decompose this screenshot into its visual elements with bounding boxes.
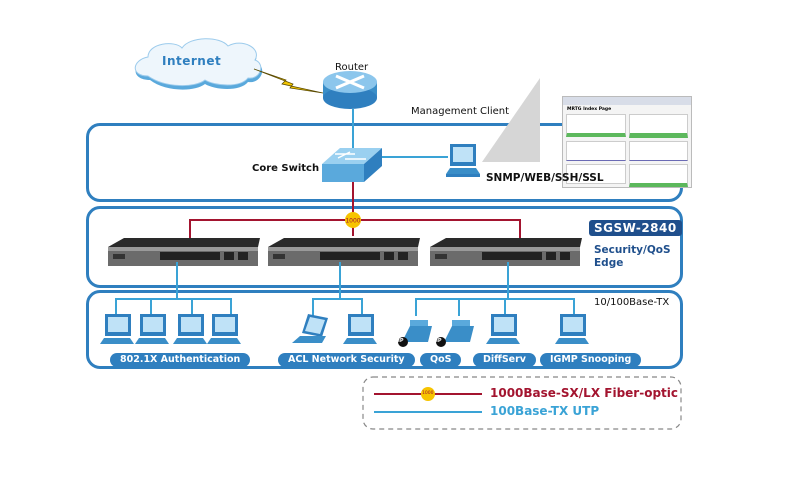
protocols-label: SNMP/WEB/SSH/SSL — [486, 172, 604, 184]
ip-phone-icon — [398, 320, 432, 347]
pc-icon — [173, 314, 207, 344]
ip-badge-2: IP — [436, 338, 442, 344]
mrtg-screenshot: MRTG Index Page — [562, 96, 692, 188]
mrtg-title: MRTG Index Page — [567, 107, 612, 112]
edge-zone — [86, 206, 683, 288]
pc-icons — [100, 314, 589, 347]
pc-icon — [486, 314, 520, 344]
ip-phone-icon — [436, 320, 474, 347]
legend-fiber-badge: 1000 — [422, 391, 434, 396]
router-icon — [323, 71, 377, 109]
management-client-label: Management Client — [411, 106, 510, 117]
pc-icon — [207, 314, 241, 344]
feature-qos: QoS — [420, 353, 462, 367]
management-pc-icon — [446, 144, 480, 177]
wan-link-icon — [253, 68, 324, 94]
pc-icon — [343, 314, 377, 344]
edge-switch-3-icon — [430, 238, 582, 266]
fiber-badge — [345, 212, 361, 228]
pc-icon — [135, 314, 169, 344]
laptop-icon — [292, 314, 328, 343]
feature-acl: ACL Network Security — [278, 353, 415, 367]
legend-fiber-label: 1000Base-SX/LX Fiber-optic — [490, 386, 678, 400]
access-media-label: 10/100Base-TX — [594, 297, 670, 308]
feature-igmp: IGMP Snooping — [540, 353, 642, 367]
pc-icon — [100, 314, 134, 344]
edge-switch-2-icon — [268, 238, 420, 266]
access-zone — [86, 290, 683, 369]
core-switch-label: Core Switch — [252, 163, 320, 174]
pc-icon — [555, 314, 589, 344]
edge-role-line1: Security/QoS — [594, 244, 671, 256]
edge-role-line2: Edge — [594, 257, 624, 269]
internet-cloud-icon — [134, 38, 263, 90]
model-badge: SGSW-2840 — [589, 220, 682, 236]
router-label: Router — [335, 62, 369, 73]
internet-label: Internet — [162, 54, 222, 68]
feature-diffserv: DiffServ — [473, 353, 537, 367]
legend-box — [362, 376, 682, 430]
ip-badge-1: IP — [398, 338, 404, 344]
edge-switch-1-icon — [108, 238, 260, 266]
feature-8021x: 802.1X Authentication — [110, 353, 251, 367]
legend-utp-label: 100Base-TX UTP — [490, 404, 600, 418]
svg-text:1000: 1000 — [345, 218, 360, 225]
core-switch-icon — [322, 148, 382, 182]
